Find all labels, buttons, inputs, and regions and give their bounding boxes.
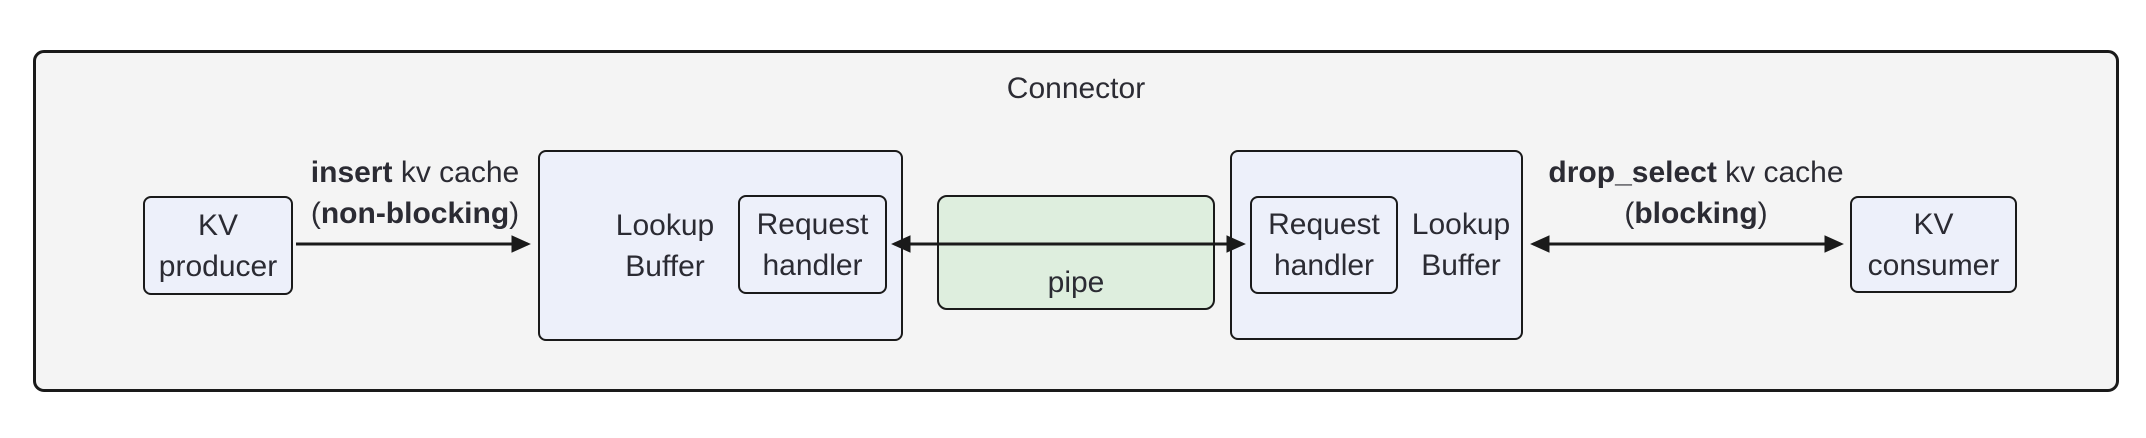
- request-handler-left-label: Request handler: [756, 207, 869, 282]
- request-handler-left-node: Request handler: [738, 195, 887, 294]
- kv-producer-node: KV producer: [143, 196, 293, 295]
- connector-title: Connector: [1006, 72, 1146, 105]
- request-handler-right-label: Request handler: [1268, 208, 1380, 282]
- request-handler-right-node: Request handler: [1250, 196, 1398, 294]
- insert-edge-label: insert kv cache (non-blocking): [255, 152, 575, 234]
- pipe-node: pipe: [937, 195, 1215, 310]
- drop-select-edge-label-line2: (blocking): [1624, 197, 1768, 230]
- lookup-buffer-left-label: Lookup Buffer: [615, 208, 715, 283]
- kv-consumer-label: KV consumer: [1867, 207, 2000, 282]
- drop-select-edge-label-line1: drop_select kv cache: [1548, 156, 1844, 189]
- kv-producer-label: KV producer: [158, 208, 278, 283]
- insert-edge-label-line2: (non-blocking): [310, 197, 520, 230]
- insert-edge-label-line1: insert kv cache: [310, 156, 520, 189]
- drop-select-edge-label: drop_select kv cache (blocking): [1516, 152, 1876, 234]
- kv-consumer-node: KV consumer: [1850, 196, 2017, 293]
- pipe-label: pipe: [1047, 266, 1105, 299]
- lookup-buffer-right-label: Lookup Buffer: [1411, 208, 1511, 282]
